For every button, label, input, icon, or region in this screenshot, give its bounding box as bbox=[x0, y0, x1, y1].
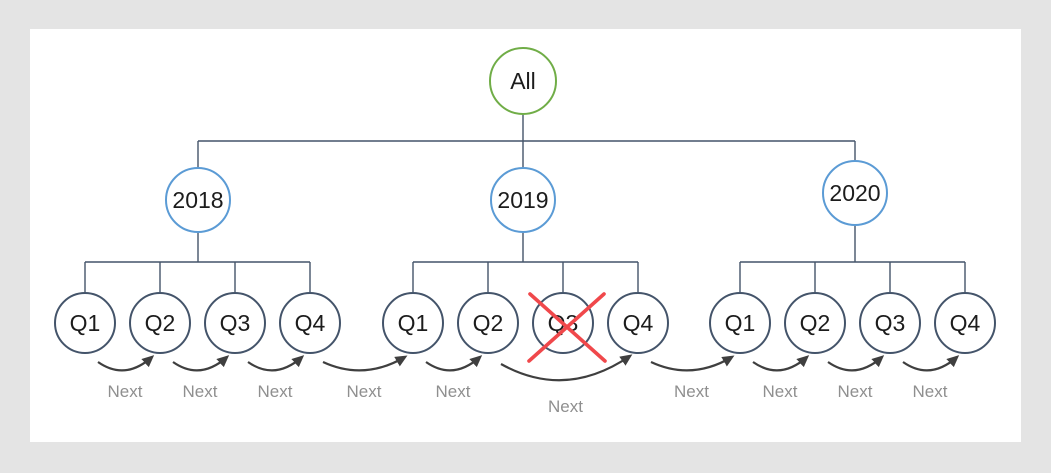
node-2020-q3: Q3 bbox=[859, 292, 921, 354]
node-2020: 2020 bbox=[822, 160, 888, 226]
node-label: 2020 bbox=[829, 179, 881, 206]
node-label: Q1 bbox=[69, 309, 101, 336]
next-arrow-label: Next bbox=[837, 382, 873, 401]
node-label: Q4 bbox=[294, 309, 326, 336]
next-arrow-label: Next bbox=[912, 382, 948, 401]
node-2018-q3: Q3 bbox=[204, 292, 266, 354]
node-2018-q2: Q2 bbox=[129, 292, 191, 354]
node-2020-q4: Q4 bbox=[934, 292, 996, 354]
next-arrow-label: Next bbox=[762, 382, 798, 401]
node-2020-q1: Q1 bbox=[709, 292, 771, 354]
node-2019-q2: Q2 bbox=[457, 292, 519, 354]
node-label: Q3 bbox=[874, 309, 906, 336]
node-all: All bbox=[489, 47, 557, 115]
next-arrow-label: Next bbox=[674, 382, 709, 401]
next-arrow-label: Next bbox=[346, 382, 382, 401]
node-label: Q1 bbox=[724, 309, 756, 336]
node-label: Q2 bbox=[799, 309, 831, 336]
node-2019-q4: Q4 bbox=[607, 292, 669, 354]
node-label: Q3 bbox=[219, 309, 251, 336]
next-arrow-label: Next bbox=[107, 382, 143, 401]
node-label: Q4 bbox=[949, 309, 981, 336]
next-arrow-label: Next bbox=[257, 382, 293, 401]
node-label: Q4 bbox=[622, 309, 654, 336]
node-2018: 2018 bbox=[165, 167, 231, 233]
node-2018-q1: Q1 bbox=[54, 292, 116, 354]
node-label: 2019 bbox=[497, 186, 549, 213]
next-arrow-label: Next bbox=[548, 397, 583, 416]
node-label: All bbox=[510, 67, 536, 94]
node-label: 2018 bbox=[172, 186, 224, 213]
node-2020-q2: Q2 bbox=[784, 292, 846, 354]
node-label: Q3 bbox=[547, 309, 579, 336]
node-2019-q1: Q1 bbox=[382, 292, 444, 354]
node-label: Q2 bbox=[472, 309, 504, 336]
node-2018-q4: Q4 bbox=[279, 292, 341, 354]
next-arrow-label: Next bbox=[435, 382, 471, 401]
node-label: Q1 bbox=[397, 309, 429, 336]
node-2019: 2019 bbox=[490, 167, 556, 233]
next-arrow-label: Next bbox=[182, 382, 218, 401]
node-2019-q3: Q3 bbox=[532, 292, 594, 354]
node-label: Q2 bbox=[144, 309, 176, 336]
